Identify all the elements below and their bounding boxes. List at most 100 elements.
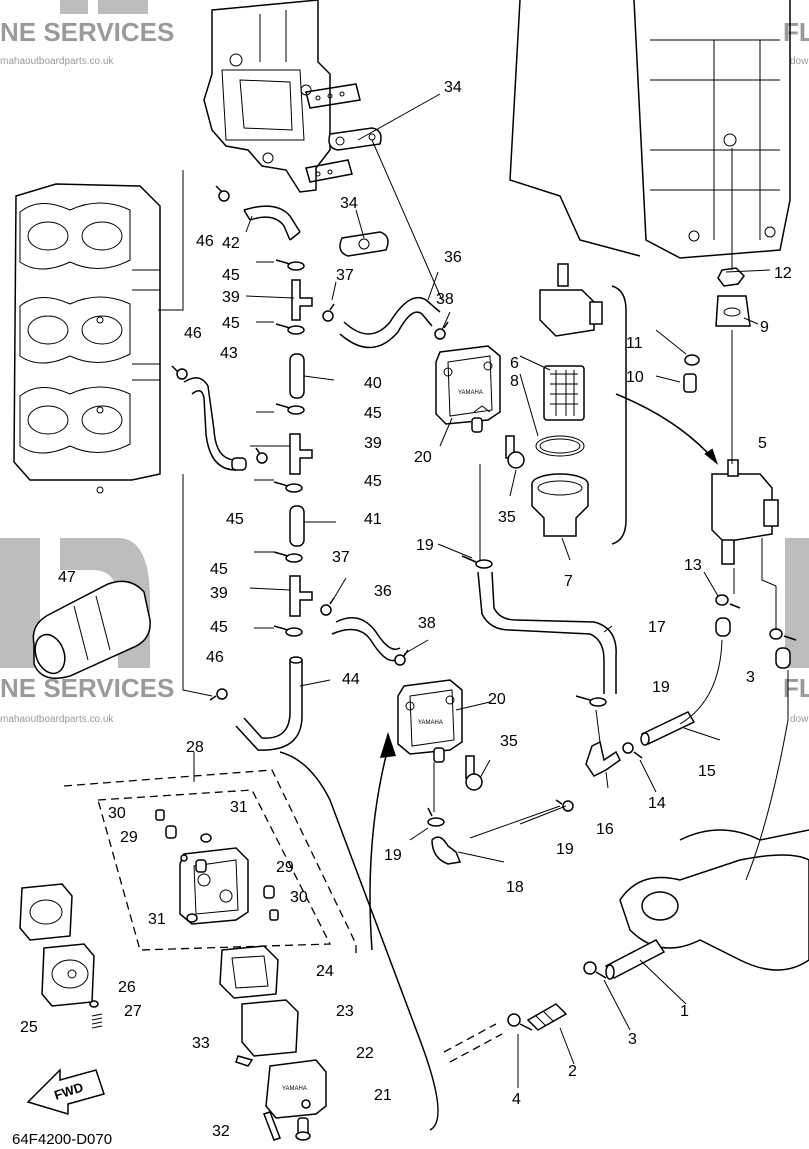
washer-11 bbox=[684, 354, 700, 366]
callout-8: 8 bbox=[510, 373, 519, 390]
clip-14 bbox=[622, 742, 643, 759]
callout-39: 39 bbox=[364, 435, 382, 452]
hose-15 bbox=[640, 711, 696, 746]
callout-39: 39 bbox=[210, 585, 228, 602]
o-ring-8 bbox=[535, 435, 585, 457]
joint-39-mid bbox=[289, 433, 313, 475]
callout-46: 46 bbox=[206, 649, 224, 666]
callout-19: 19 bbox=[384, 847, 402, 864]
callout-45: 45 bbox=[364, 473, 382, 490]
screw-21 bbox=[295, 1117, 311, 1141]
callout-43: 43 bbox=[220, 345, 238, 362]
callout-46: 46 bbox=[184, 325, 202, 342]
pipe-1 bbox=[604, 939, 666, 980]
clip-45-3 bbox=[275, 403, 305, 415]
pump-stamp-text: YAMAHA bbox=[282, 1086, 307, 1092]
watermark-brand-text: FL bbox=[783, 17, 809, 47]
callout-36: 36 bbox=[444, 249, 462, 266]
clips-group bbox=[171, 185, 797, 1031]
bolt-35-lower bbox=[465, 755, 483, 791]
watermark-url-text: dow bbox=[790, 56, 809, 67]
diaphragm-23 bbox=[241, 999, 299, 1057]
engine-block-illustration bbox=[203, 0, 361, 193]
callout-13: 13 bbox=[684, 557, 702, 574]
clip-37-low bbox=[320, 597, 335, 616]
callout-11: 11 bbox=[626, 335, 643, 352]
callout-18: 18 bbox=[506, 879, 524, 896]
hose-end-3 bbox=[775, 647, 791, 669]
callout-22: 22 bbox=[356, 1045, 374, 1062]
spring-27 bbox=[91, 1013, 103, 1029]
pouch-47 bbox=[32, 580, 151, 679]
clip-45-4 bbox=[255, 447, 268, 464]
callout-29: 29 bbox=[276, 859, 294, 876]
forward-direction-arrow: FWD bbox=[26, 1068, 105, 1116]
callout-28: 28 bbox=[186, 739, 204, 756]
hose-18 bbox=[431, 836, 462, 865]
joint-16 bbox=[585, 740, 621, 777]
clip-37-top bbox=[322, 303, 335, 322]
clip-45-1 bbox=[275, 259, 305, 271]
callout-4: 4 bbox=[512, 1091, 521, 1108]
callout-12: 12 bbox=[774, 265, 792, 282]
callout-37: 37 bbox=[336, 267, 354, 284]
callout-3: 3 bbox=[628, 1031, 637, 1048]
clip-45-6 bbox=[273, 551, 303, 563]
callout-3: 3 bbox=[746, 669, 755, 686]
callout-45: 45 bbox=[222, 315, 240, 332]
filter-cup-7 bbox=[531, 473, 589, 537]
clip-4 bbox=[507, 1013, 533, 1031]
clip-19-2 bbox=[575, 695, 607, 707]
carburetor-stack bbox=[13, 183, 161, 494]
clip-38-top bbox=[434, 321, 449, 340]
clip-45-7 bbox=[273, 625, 303, 637]
clip-13 bbox=[715, 594, 741, 609]
callout-25: 25 bbox=[20, 1019, 38, 1036]
callout-26: 26 bbox=[118, 979, 136, 996]
joint-2 bbox=[526, 1003, 568, 1031]
callout-21: 21 bbox=[374, 1087, 392, 1104]
clip-46-low bbox=[209, 688, 228, 701]
clip-19-4 bbox=[427, 807, 445, 827]
callout-46: 46 bbox=[196, 233, 214, 250]
hose-42 bbox=[243, 205, 301, 241]
callout-19: 19 bbox=[556, 841, 574, 858]
cover-22: YAMAHA bbox=[265, 1059, 327, 1119]
clip-46-top bbox=[215, 185, 230, 202]
callout-45: 45 bbox=[210, 561, 228, 578]
hose-4-end bbox=[443, 1023, 503, 1063]
clip-45-5 bbox=[273, 481, 303, 493]
hose-36-upper bbox=[339, 296, 441, 349]
watermark-brand-text: NE SERVICES bbox=[0, 673, 174, 703]
hose-36-lower bbox=[331, 617, 401, 662]
callout-44: 44 bbox=[342, 671, 360, 688]
callout-2: 2 bbox=[568, 1063, 577, 1080]
diaphragm-25 bbox=[41, 943, 95, 1007]
callout-34: 34 bbox=[444, 79, 462, 96]
callout-39: 39 bbox=[222, 289, 240, 306]
callout-20: 20 bbox=[414, 449, 432, 466]
hose-41 bbox=[289, 505, 305, 547]
callout-30: 30 bbox=[290, 889, 308, 906]
watermark-brand-text: NE SERVICES bbox=[0, 17, 174, 47]
callout-38: 38 bbox=[436, 291, 454, 308]
callout-7: 7 bbox=[564, 573, 573, 590]
callout-45: 45 bbox=[226, 511, 244, 528]
clip-3-lower bbox=[583, 961, 607, 979]
callout-1: 1 bbox=[680, 1003, 689, 1020]
callout-24: 24 bbox=[316, 963, 334, 980]
hose-17 bbox=[477, 571, 617, 694]
hose-43 bbox=[183, 377, 247, 471]
filter-head bbox=[539, 263, 603, 337]
clip-45-2 bbox=[275, 323, 305, 335]
joint-39-low bbox=[289, 575, 313, 617]
callout-35: 35 bbox=[498, 509, 516, 526]
grommet-9 bbox=[715, 295, 751, 327]
callout-29: 29 bbox=[120, 829, 138, 846]
leader-lines bbox=[158, 93, 789, 1088]
callout-30: 30 bbox=[108, 805, 126, 822]
callout-23: 23 bbox=[336, 1003, 354, 1020]
screw-30-upper bbox=[155, 809, 165, 821]
callout-labels: 1 2 3 3 4 5 6 7 8 9 10 11 12 13 14 15 16… bbox=[20, 79, 792, 1140]
